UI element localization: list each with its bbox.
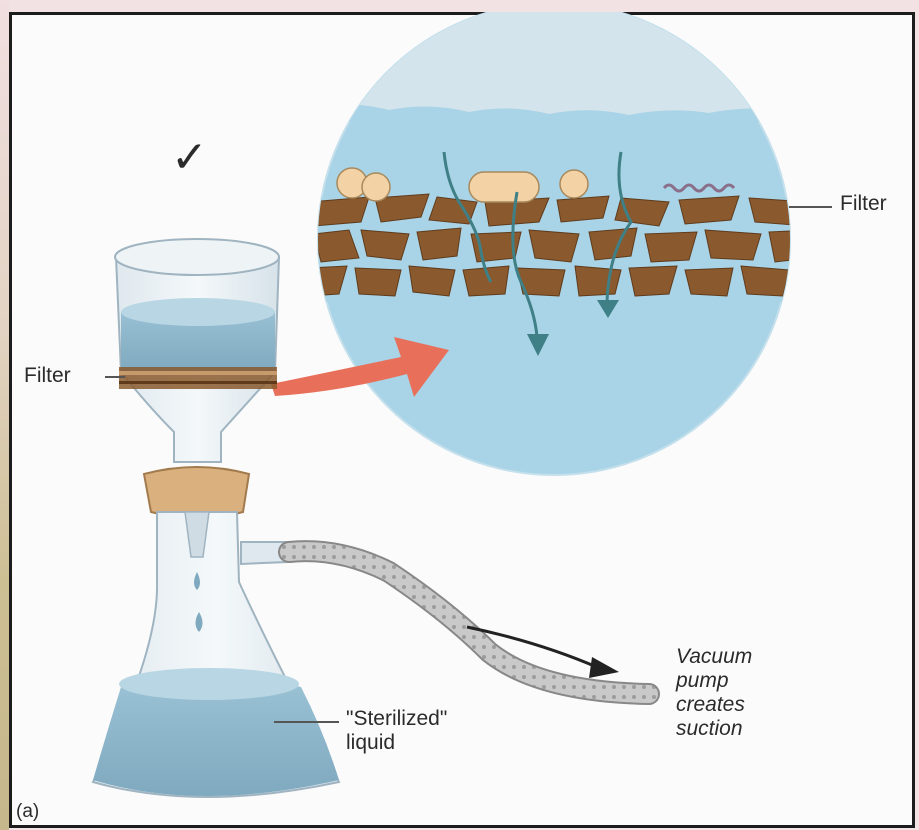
panel-label: (a) — [16, 800, 39, 824]
checkmark-icon: ✓ — [171, 132, 208, 183]
filter-label-left: Filter — [24, 364, 71, 388]
filter-funnel — [115, 239, 279, 462]
magnified-view — [309, 12, 832, 475]
vacuum-label-line2: pump — [676, 669, 729, 693]
sterilized-liquid-label-line2: liquid — [346, 731, 395, 755]
vacuum-label-line1: Vacuum — [676, 645, 752, 669]
vacuum-label-line3: creates — [676, 693, 745, 717]
sterilized-liquid-label-line1: "Sterilized" — [346, 707, 447, 731]
vacuum-label-line4: suction — [676, 717, 743, 741]
filter-label-top: Filter — [840, 192, 887, 216]
left-edge-strip — [0, 0, 9, 830]
filtration-diagram: ✓ — [9, 12, 915, 828]
flask — [93, 467, 339, 797]
